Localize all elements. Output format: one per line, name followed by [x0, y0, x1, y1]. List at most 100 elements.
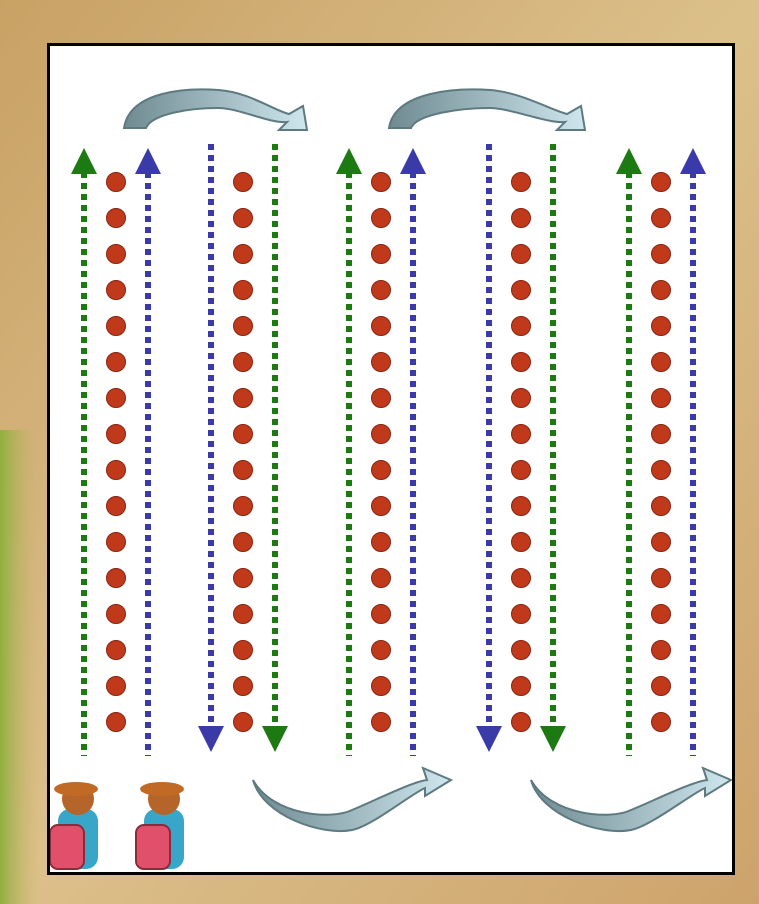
direction-arrowhead-icon	[540, 726, 566, 752]
plant-dot	[371, 388, 391, 408]
plant-dot	[511, 352, 531, 372]
plant-dot	[511, 568, 531, 588]
turn-arrows	[122, 88, 732, 832]
curved-arrow-shape	[530, 766, 732, 832]
direction-arrowhead-icon	[135, 148, 161, 174]
plant-dot	[651, 568, 671, 588]
plant-dot	[651, 604, 671, 624]
plant-dot	[371, 496, 391, 516]
plant-dot	[233, 244, 253, 264]
plant-dot	[106, 208, 126, 228]
backpack-icon	[50, 824, 85, 870]
walker-hat	[140, 782, 184, 796]
plant-dot	[651, 460, 671, 480]
plant-row-1	[106, 172, 126, 732]
plant-dot	[651, 424, 671, 444]
curved-arrow-shape	[122, 88, 309, 131]
direction-arrowhead-icon	[262, 726, 288, 752]
path-green-down	[262, 144, 288, 752]
direction-arrowhead-icon	[198, 726, 224, 752]
plant-dot	[651, 280, 671, 300]
direction-arrowhead-icon	[476, 726, 502, 752]
row-walking-diagram	[50, 88, 732, 870]
walker-2-icon	[135, 782, 184, 870]
plant-dot	[233, 280, 253, 300]
field-diagram-panel	[47, 43, 735, 875]
plant-dot	[106, 640, 126, 660]
plant-row-5	[651, 172, 671, 732]
plant-dot	[106, 532, 126, 552]
turn-arrow-bottom-icon	[530, 766, 732, 832]
direction-arrowhead-icon	[400, 148, 426, 174]
plant-dot	[511, 712, 531, 732]
plant-dot	[371, 208, 391, 228]
turn-arrow-top-icon	[387, 88, 587, 131]
plant-dot	[106, 352, 126, 372]
plant-dot	[233, 316, 253, 336]
path-green-down	[540, 144, 566, 752]
path-green-up	[71, 148, 97, 756]
plant-dot	[511, 388, 531, 408]
plant-dot	[106, 244, 126, 264]
turn-arrow-top-icon	[122, 88, 309, 131]
direction-arrowhead-icon	[616, 148, 642, 174]
plant-dot	[651, 352, 671, 372]
path-blue-down	[198, 144, 224, 752]
path-blue-down	[476, 144, 502, 752]
direction-arrowhead-icon	[680, 148, 706, 174]
plant-dot	[233, 496, 253, 516]
plant-dot	[651, 532, 671, 552]
path-blue-up	[135, 148, 161, 756]
plant-dot	[511, 496, 531, 516]
plant-dot	[106, 280, 126, 300]
plant-dot	[233, 640, 253, 660]
plant-row-2	[233, 172, 253, 732]
path-blue-up	[400, 148, 426, 756]
plant-dot	[106, 712, 126, 732]
path-blue-up	[680, 148, 706, 756]
plant-dot	[511, 424, 531, 444]
plant-dot	[371, 640, 391, 660]
plant-dot	[233, 568, 253, 588]
walkers	[50, 782, 184, 870]
plant-dot	[371, 568, 391, 588]
plant-dot	[371, 280, 391, 300]
plant-dot	[371, 244, 391, 264]
plant-dot	[106, 676, 126, 696]
plant-dot	[233, 352, 253, 372]
plant-dot	[233, 676, 253, 696]
direction-arrowhead-icon	[71, 148, 97, 174]
plant-dot	[511, 640, 531, 660]
plant-dot	[106, 172, 126, 192]
path-green-up	[616, 148, 642, 756]
plant-dot	[511, 172, 531, 192]
direction-arrowhead-icon	[336, 148, 362, 174]
path-green-up	[336, 148, 362, 756]
plant-dot	[233, 172, 253, 192]
plant-row-4	[511, 172, 531, 732]
plant-dot	[106, 604, 126, 624]
plant-dot	[651, 244, 671, 264]
plant-dot	[233, 604, 253, 624]
curved-arrow-shape	[387, 88, 587, 131]
plant-dot	[651, 676, 671, 696]
curved-arrow-shape	[252, 766, 454, 832]
walker-hat	[54, 782, 98, 796]
plant-dot	[511, 208, 531, 228]
plant-dot	[371, 172, 391, 192]
backpack-icon	[135, 824, 171, 870]
plant-dot	[651, 388, 671, 408]
plant-dot	[371, 712, 391, 732]
plant-dot	[511, 244, 531, 264]
plant-dot	[233, 388, 253, 408]
plant-dot	[106, 316, 126, 336]
plant-dot	[371, 604, 391, 624]
plant-rows	[106, 172, 671, 732]
plant-dot	[233, 532, 253, 552]
plant-dot	[511, 316, 531, 336]
plant-dot	[233, 460, 253, 480]
plant-dot	[233, 424, 253, 444]
plant-dot	[651, 208, 671, 228]
plant-dot	[371, 460, 391, 480]
plant-dot	[511, 532, 531, 552]
